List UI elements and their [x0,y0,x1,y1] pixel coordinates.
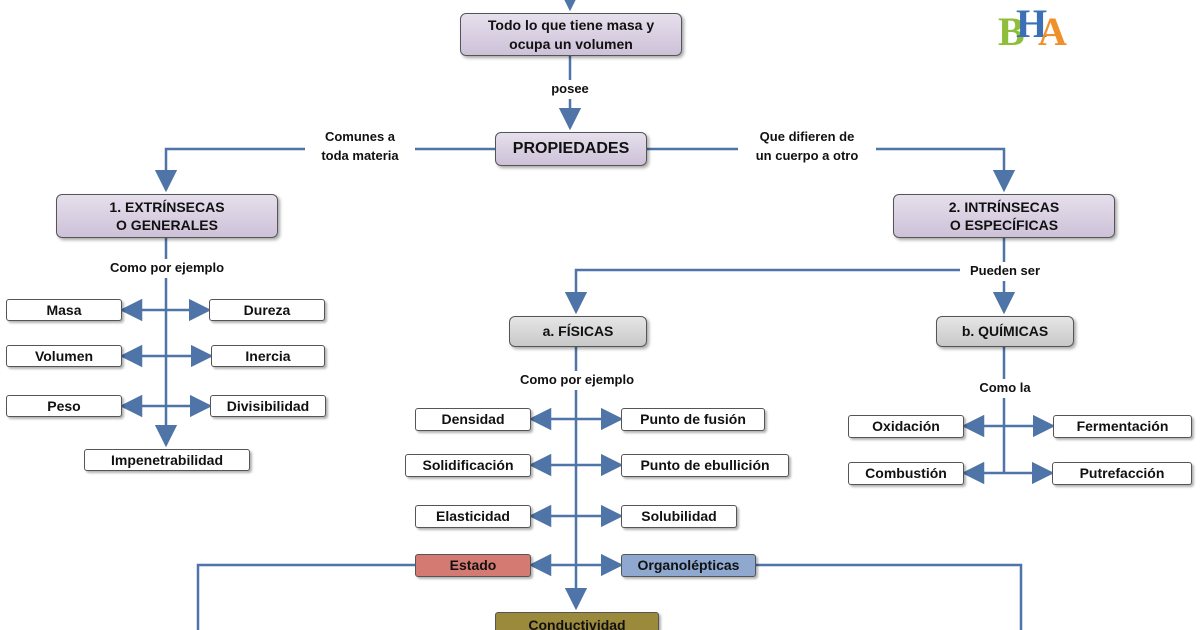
node-materia: Todo lo que tiene masa y ocupa un volume… [460,13,682,56]
label-como-la: Como la [970,379,1040,398]
edge-estado-down [196,563,415,630]
logo-letter-b: B [998,9,1025,54]
item-elasticidad: Elasticidad [415,505,531,528]
item-inercia: Inercia [211,345,325,367]
item-volumen: Volumen [6,345,122,367]
bha-logo: B H A [996,4,1076,52]
edge-pueden-ser-branch [564,268,1004,315]
item-solidificacion: Solidificación [405,454,531,477]
item-oxidacion: Oxidación [848,415,964,438]
item-conductividad: Conductividad [495,612,659,630]
item-dureza: Dureza [209,299,325,321]
node-extrinsecas: 1. EXTRÍNSECAS O GENERALES [56,194,278,238]
item-peso: Peso [6,395,122,417]
label-ejemplo-fisicas: Como por ejemplo [506,371,648,390]
item-putrefaccion: Putrefacción [1052,462,1192,485]
node-intrinsecas: 2. INTRÍNSECAS O ESPECÍFICAS [893,194,1115,238]
item-estado: Estado [415,554,531,577]
item-densidad: Densidad [415,408,531,431]
item-organolepticas: Organolépticas [621,554,756,577]
node-fisicas: a. FÍSICAS [509,316,647,347]
item-impenetrabilidad: Impenetrabilidad [84,449,250,471]
logo-letter-h: H [1016,1,1048,46]
item-punto-ebullicion: Punto de ebullición [621,454,789,477]
label-ejemplo-extrinsecas: Como por ejemplo [96,259,238,278]
label-pueden-ser: Pueden ser [960,262,1050,281]
item-divisibilidad: Divisibilidad [210,395,326,417]
node-propiedades: PROPIEDADES [495,132,647,166]
item-fermentacion: Fermentación [1053,415,1192,438]
node-quimicas: b. QUÍMICAS [936,316,1074,347]
label-difieren: Que difieren de un cuerpo a otro [738,128,876,166]
label-comunes: Comunes a toda materia [305,128,415,166]
label-posee: posee [540,80,600,99]
item-masa: Masa [6,299,122,321]
edge-organolep-down [756,563,1023,630]
item-solubilidad: Solubilidad [621,505,737,528]
item-combustion: Combustión [848,462,964,485]
item-punto-fusion: Punto de fusión [621,408,765,431]
logo-letter-a: A [1038,9,1067,54]
